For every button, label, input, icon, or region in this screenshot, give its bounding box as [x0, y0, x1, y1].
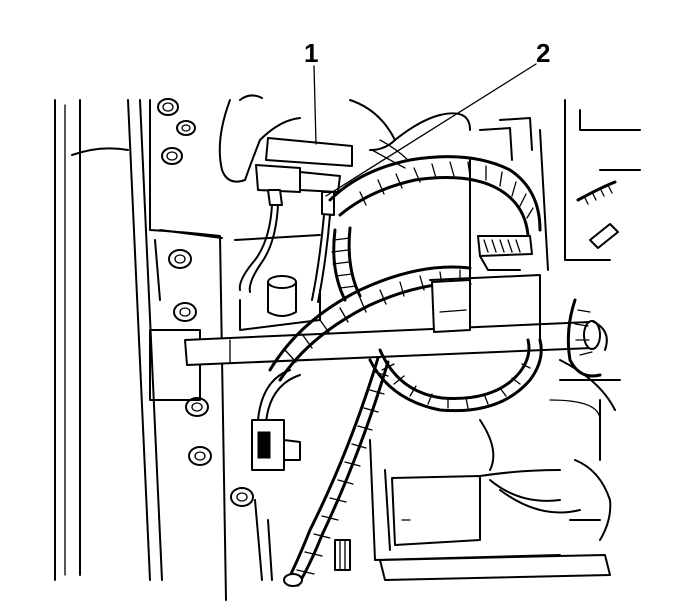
bolt — [168, 249, 192, 269]
lower-right-panel — [369, 399, 612, 561]
bolt — [230, 487, 254, 507]
callout-2: 2 — [536, 38, 550, 68]
right-bracket — [429, 117, 549, 341]
connector-1 — [255, 137, 353, 216]
bottom-plate — [254, 499, 611, 581]
bolt — [157, 98, 179, 116]
connector-wires — [238, 204, 331, 303]
bolt — [176, 120, 196, 136]
sensor-cylinder — [234, 234, 321, 331]
diagonal-loom — [283, 356, 390, 587]
bolt — [188, 446, 212, 466]
hand — [218, 94, 471, 183]
callout-1: 1 — [304, 38, 318, 68]
wire-harness — [328, 155, 542, 302]
lower-connector — [251, 419, 301, 471]
bolt — [173, 302, 197, 322]
mounting-bolts — [157, 98, 254, 507]
far-right-structure — [559, 99, 641, 461]
callout-leaders — [313, 63, 537, 197]
bolt — [185, 397, 209, 417]
bolt — [161, 147, 183, 165]
